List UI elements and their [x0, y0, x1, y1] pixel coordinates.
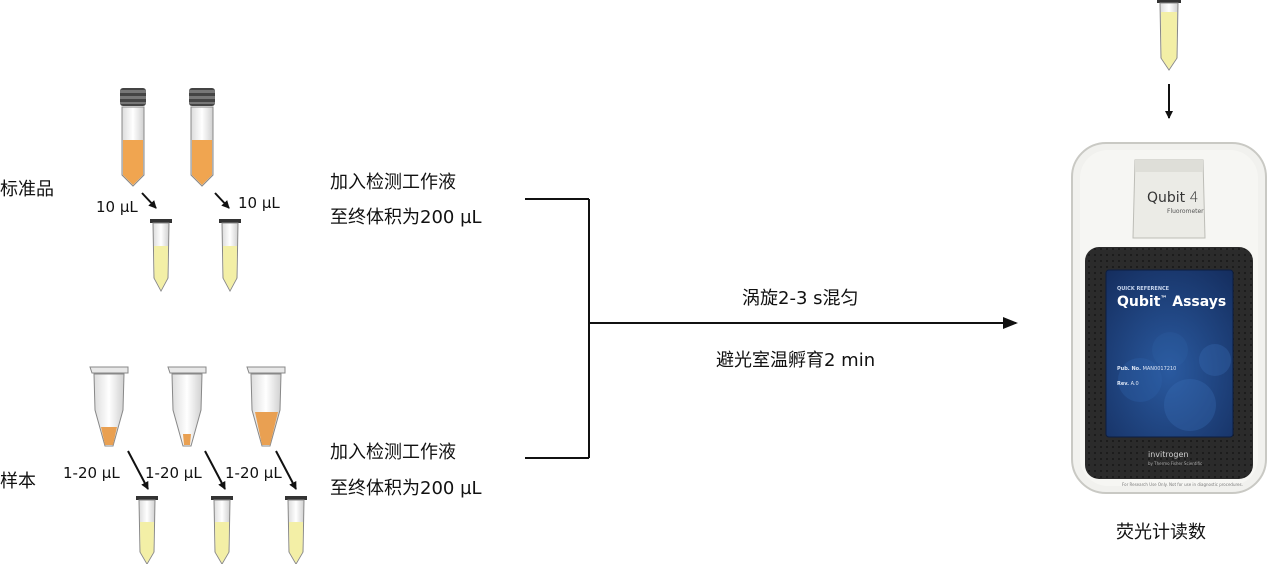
device-model-number: 4: [1189, 190, 1199, 206]
sample-tube-1: [89, 366, 129, 447]
screen-title-main: Qubit: [1117, 294, 1161, 310]
samples-label: 样本: [0, 471, 36, 492]
standard-transfer-arrow-2: [214, 192, 230, 209]
device-maker-sub: by Thermo Fisher Scientific: [1148, 461, 1203, 466]
sample-volume-label-3: 1-20 µL: [225, 464, 282, 482]
pub-no-label: Pub. No.: [1117, 366, 1141, 372]
device-brand: Qubit 4: [1147, 190, 1199, 206]
screen-title-suffix: Assays: [1172, 294, 1227, 310]
incubate-step-text: 避光室温孵育2 min: [716, 350, 876, 371]
assay-tube-sample-1: [136, 496, 158, 564]
screen-title: Qubit™ Assays: [1117, 294, 1226, 310]
device-subtitle: Fluorometer: [1167, 208, 1204, 215]
standard-volume-label-1: 10 µL: [96, 198, 138, 216]
standards-add-solution-text: 加入检测工作液: [330, 172, 456, 193]
screen-rev: Rev. A.0: [1117, 381, 1139, 387]
standard-volume-label-2: 10 µL: [238, 194, 280, 212]
assay-tube-standard-2: [219, 219, 241, 293]
samples-final-volume-text: 至终体积为200 µL: [330, 478, 482, 499]
sample-tube-2: [167, 366, 207, 447]
screen-header: QUICK REFERENCE: [1117, 286, 1170, 292]
samples-add-solution-text: 加入检测工作液: [330, 442, 456, 463]
merge-bracket: [525, 198, 590, 459]
device-footer: For Research Use Only. Not for use in di…: [1122, 482, 1243, 487]
tube-into-instrument: [1157, 0, 1181, 71]
device-maker: invitrogen: [1148, 450, 1189, 459]
rev-label: Rev.: [1117, 381, 1129, 387]
sample-tube-3: [246, 366, 286, 447]
vortex-step-text: 涡旋2-3 s混匀: [742, 288, 859, 309]
qubit-fluorometer: [1071, 142, 1267, 494]
standard-transfer-arrow-1: [141, 192, 157, 209]
sample-transfer-arrow-1: [127, 450, 149, 490]
sample-transfer-arrow-3: [275, 450, 297, 490]
pub-no-value: MAN0017210: [1142, 366, 1177, 372]
sample-transfer-arrow-2: [204, 450, 226, 490]
assay-tube-standard-1: [150, 219, 172, 293]
screen-pub-no: Pub. No. MAN0017210: [1117, 366, 1176, 372]
assay-tube-sample-3: [285, 496, 307, 564]
device-brand-name: Qubit: [1147, 190, 1186, 206]
sample-volume-label-2: 1-20 µL: [145, 464, 202, 482]
standard-tube-2: [189, 88, 215, 187]
standard-tube-1: [120, 88, 146, 187]
assay-tube-sample-2: [211, 496, 233, 564]
reading-label: 荧光计读数: [1116, 522, 1206, 543]
sample-volume-label-1: 1-20 µL: [63, 464, 120, 482]
standards-final-volume-text: 至终体积为200 µL: [330, 207, 482, 228]
screen-title-tm: ™: [1160, 294, 1168, 303]
standards-label: 标准品: [0, 179, 54, 200]
rev-value: A.0: [1130, 381, 1139, 387]
